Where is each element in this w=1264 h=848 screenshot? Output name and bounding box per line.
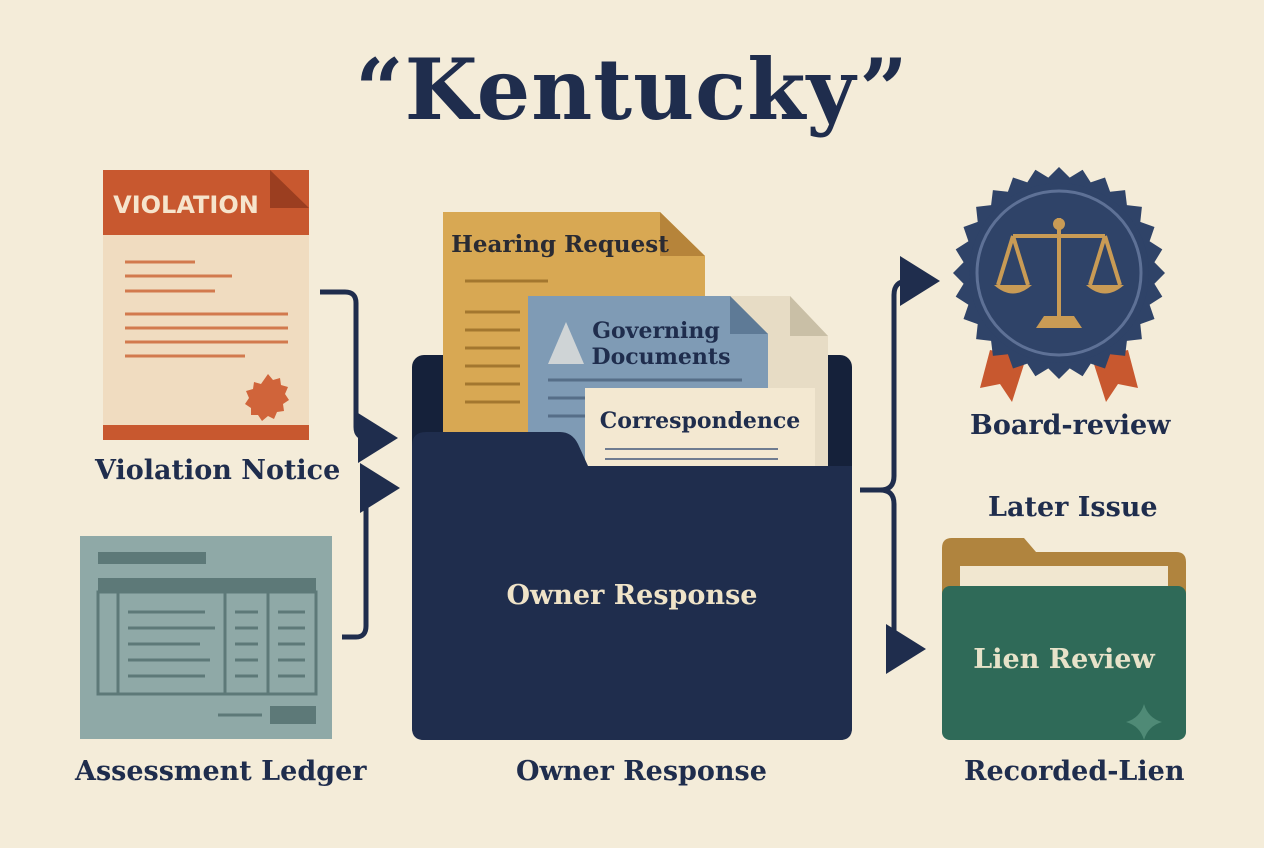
governing-documents-title-line1: Governing (592, 318, 720, 344)
violation-doc-header: VIOLATION (113, 191, 259, 219)
board-review-seal-icon (953, 167, 1165, 402)
violation-notice-document-icon: VIOLATION (103, 170, 309, 440)
assessment-ledger-label: Assessment Ledger (75, 756, 367, 787)
sparkle-icon (1126, 704, 1162, 740)
correspondence-card-icon: Correspondence (585, 388, 815, 468)
lien-review-folder-icon: Lien Review (942, 538, 1186, 740)
seal-icon (245, 374, 289, 421)
folder-text: Owner Response (507, 580, 758, 611)
governing-documents-title-line2: Documents (592, 344, 731, 370)
violation-notice-label: Violation Notice (95, 455, 341, 486)
recorded-lien-label: Recorded-Lien (964, 756, 1185, 787)
owner-response-label: Owner Response (516, 756, 767, 787)
page-title: “Kentucky” (355, 40, 909, 139)
branch-arrows (860, 256, 940, 674)
lien-folder-text: Lien Review (973, 644, 1155, 675)
later-issue-label: Later Issue (988, 492, 1158, 523)
correspondence-title: Correspondence (600, 408, 801, 434)
board-review-label: Board-review (970, 410, 1171, 441)
assessment-ledger-icon (80, 536, 332, 739)
hearing-request-title: Hearing Request (451, 231, 669, 258)
triangle-icon (548, 322, 584, 364)
arrow-ledger-to-response (342, 463, 400, 640)
owner-response-folder-icon: Hearing Request Governing Documents (412, 212, 852, 740)
scales-of-justice-icon (996, 218, 1122, 318)
arrow-violation-to-response (320, 289, 398, 463)
